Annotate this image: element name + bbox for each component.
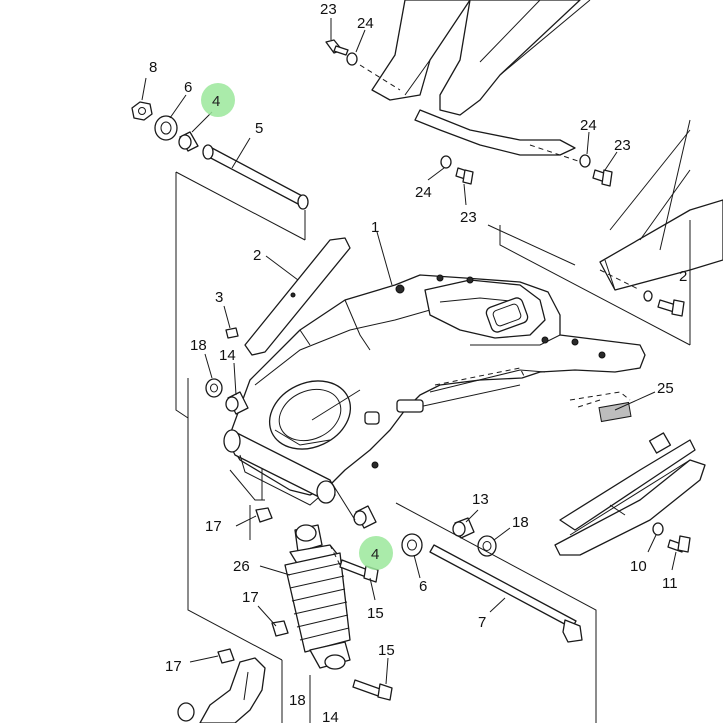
swingarm <box>223 274 646 506</box>
callout-4-top: 4 <box>212 93 220 110</box>
callout-7: 7 <box>478 614 486 631</box>
callout-4-bottom: 4 <box>371 546 379 563</box>
bushing-4-top <box>178 131 199 152</box>
callout-23-c: 23 <box>460 209 477 226</box>
callout-5: 5 <box>255 120 263 137</box>
callout-18-bottom: 18 <box>289 692 306 709</box>
collar-18-right <box>477 535 497 557</box>
callout-26: 26 <box>233 558 250 575</box>
bolt-17-a <box>255 507 273 523</box>
bolt-17-b <box>271 620 289 637</box>
bolt-23-a <box>325 39 349 56</box>
callout-23-b: 23 <box>614 137 631 154</box>
callout-17-b: 17 <box>242 589 259 606</box>
collar-18-bottom <box>177 702 195 722</box>
highlight-markers <box>201 83 393 570</box>
washer-6-top <box>154 115 178 141</box>
callout-6-bottom: 6 <box>419 578 427 595</box>
callout-17-a: 17 <box>205 518 222 535</box>
callout-24-b: 24 <box>580 117 597 134</box>
callout-24-a: 24 <box>357 15 374 32</box>
callout-15-a: 15 <box>367 605 384 622</box>
washer-6-bottom <box>401 533 423 557</box>
callout-14-bottom: 14 <box>322 709 339 723</box>
highlight-circle-top <box>201 83 235 117</box>
washer-24-b <box>579 154 591 168</box>
bolt-11 <box>667 535 691 553</box>
nut-8 <box>131 101 153 121</box>
callout-2: 2 <box>253 247 261 264</box>
callout-23-a: 23 <box>320 1 337 18</box>
bolt-15-a <box>339 559 379 583</box>
callout-14-left: 14 <box>219 347 236 364</box>
callout-10: 10 <box>630 558 647 575</box>
chain-guard <box>554 432 706 556</box>
callout-1: 1 <box>371 219 379 236</box>
collar-18-left <box>205 378 223 398</box>
callout-11: 11 <box>662 575 678 592</box>
highlight-circle-bottom <box>359 536 393 570</box>
bushing-13 <box>452 517 475 539</box>
washer-24-c <box>440 155 452 169</box>
washer-10 <box>652 522 664 536</box>
callout-labels: 8 6 4 5 23 24 24 23 24 23 1 2 2 3 18 14 … <box>149 1 687 723</box>
callout-25: 25 <box>657 380 674 397</box>
callout-18-right: 18 <box>512 514 529 531</box>
bushing-4-bottom <box>353 505 377 529</box>
callout-8: 8 <box>149 59 157 76</box>
bolt-17-c <box>217 648 235 664</box>
frame-right-rail <box>599 119 723 291</box>
frame-upper-section <box>359 0 591 166</box>
callout-6-top: 6 <box>184 79 192 96</box>
bolt-23-c <box>455 167 474 185</box>
callout-3: 3 <box>215 289 223 306</box>
washer-24-a <box>346 52 358 66</box>
callout-13: 13 <box>472 491 489 508</box>
assembly-guide-lines <box>175 171 691 723</box>
rear-shock-absorber <box>284 524 351 670</box>
callout-leaders <box>141 18 677 685</box>
bolt-23-b <box>592 169 613 187</box>
callout-24-c: 24 <box>415 184 432 201</box>
callout-18-left: 18 <box>190 337 207 354</box>
right-washer-and-bolt <box>643 290 685 317</box>
bolt-15-b <box>352 679 393 701</box>
pin-3 <box>225 327 239 339</box>
chain-slider-2 <box>244 237 351 356</box>
callout-15-b: 15 <box>378 642 395 659</box>
callout-17-c: 17 <box>165 658 182 675</box>
callout-2-right: 2 <box>679 268 687 285</box>
pivot-shaft <box>202 144 309 210</box>
link-arm <box>199 657 266 723</box>
pivot-shaft-7 <box>429 544 583 643</box>
